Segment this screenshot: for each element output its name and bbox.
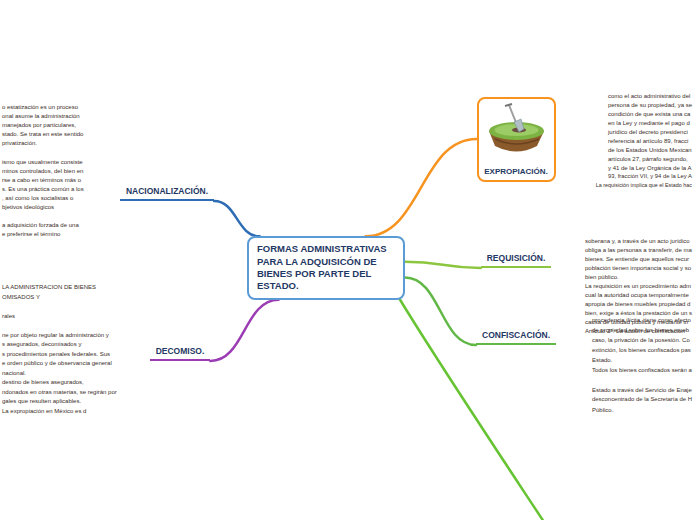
note-line: s asegurados, decomisados y bbox=[2, 341, 81, 347]
note-line: de los Estados Unidos Mexican bbox=[608, 147, 692, 153]
note-line: nacional. bbox=[2, 370, 26, 376]
note-line: s. Es una práctica común a los bbox=[2, 186, 84, 192]
branch-connector bbox=[405, 278, 476, 345]
topic-text: DECOMISO. bbox=[156, 346, 205, 356]
note-line: bien público. bbox=[585, 274, 619, 280]
topic-text: REQUISICIÓN. bbox=[487, 253, 546, 263]
note-line: 93, fracción VII, y 94 de la Ley A bbox=[608, 174, 692, 180]
branch-connector bbox=[210, 300, 278, 361]
note-line: cual la autoridad ocupa temporalmente bbox=[585, 292, 689, 298]
central-topic: FORMAS ADMINISTRATIVAS PARA LA ADQUISICÓ… bbox=[247, 236, 405, 299]
note-line: de propiedad sobre los bienes mueb bbox=[592, 327, 689, 333]
note-line: minos controlados, del bien en bbox=[2, 168, 83, 174]
note-line: procedencia ilícita, tiene como efecto bbox=[592, 317, 691, 323]
note-line: Estado a través del Servicio de Enaje bbox=[592, 387, 692, 393]
note-line: referencia al artículo 89, fracci bbox=[608, 138, 688, 144]
note-line: bien, exige a éstos la prestación de un … bbox=[585, 310, 692, 316]
note-line: jurídico del decreto presidenci bbox=[608, 129, 688, 135]
branch-topic: REQUISICIÓN. bbox=[481, 250, 552, 268]
note-line: e preferirse el término bbox=[2, 231, 60, 237]
note-line: rse a cabo en términos más o bbox=[2, 177, 81, 183]
note-line: onal asume la administración bbox=[2, 113, 80, 119]
note-line: obliga a las personas a transferir, de m… bbox=[585, 247, 692, 253]
topic-text: FORMAS ADMINISTRATIVAS PARA LA ADQUISICÓ… bbox=[257, 243, 395, 292]
note-line: ismo que usualmente consiste bbox=[2, 159, 83, 165]
topic-text: NACIONALIZACIÓN. bbox=[126, 186, 208, 196]
topic-text: EXPROPIACIÓN. bbox=[484, 167, 548, 176]
note-line: La requisición implica que el Estado hac bbox=[596, 183, 692, 188]
note-line: La expropiación en México es d bbox=[2, 408, 86, 414]
note-line: LA ADMINISTRACION DE BIENES bbox=[2, 284, 96, 290]
note-line: e orden público y de observancia general bbox=[2, 360, 112, 366]
note-line: como el acto administrativo del bbox=[608, 93, 690, 99]
note-line: , así como los socialistas o bbox=[2, 195, 73, 201]
note-line: en la Ley y mediante el pago d bbox=[608, 120, 690, 126]
note-line: manejados por particulares, bbox=[2, 122, 76, 128]
topic-text: CONFISCACIÓN. bbox=[482, 330, 550, 340]
note-line: a adquisición forzada de una bbox=[2, 222, 79, 228]
note-line: persona de su propiedad, ya se bbox=[608, 102, 692, 108]
note-line: o estatización es un proceso bbox=[2, 104, 78, 110]
note-line: La requisición es un procedimiento adm bbox=[585, 283, 691, 289]
branch-connector bbox=[405, 262, 481, 268]
note-line: privatización. bbox=[2, 140, 37, 146]
note-line: ne por objeto regular la administración … bbox=[2, 332, 109, 338]
branch-connector bbox=[366, 139, 477, 236]
note-line: extinción, los bienes confiscados pas bbox=[592, 347, 691, 353]
branch-connector bbox=[214, 201, 260, 236]
note-line: OMISADOS Y bbox=[2, 294, 40, 300]
note-line: destino de bienes asegurados, bbox=[2, 379, 84, 385]
note-line: gales que resulten aplicables. bbox=[2, 398, 81, 404]
note-line: s procedimientos penales federales. Sus bbox=[2, 351, 110, 357]
branch-topic: DECOMISO. bbox=[150, 343, 211, 361]
note-line: soberana y, a través de un acto jurídico bbox=[585, 238, 690, 244]
note-line: desconcentrado de la Secretaría de H bbox=[592, 397, 692, 403]
note-line: condición de que exista una ca bbox=[608, 111, 690, 117]
note-line: stado. Se trata en este sentido bbox=[2, 131, 83, 137]
note-line: bienes. Se entiende que aquellos recur bbox=[585, 256, 689, 262]
note-line: población tienen importancia social y so bbox=[585, 265, 691, 271]
note-line: bjetivos ideológicos bbox=[2, 204, 54, 210]
note-line: Estado. bbox=[592, 357, 612, 363]
note-line: caso, la privación de la posesión. Co bbox=[592, 337, 690, 343]
note-line: rales bbox=[2, 313, 15, 319]
note-line: apropia de bienes muebles propiedad d bbox=[585, 301, 690, 307]
branch-topic: NACIONALIZACIÓN. bbox=[120, 183, 214, 201]
note-line: ndonados en otras materias, se regirán p… bbox=[2, 389, 117, 395]
image-topic: EXPROPIACIÓN. bbox=[477, 97, 556, 182]
note-line: Todos los bienes confiscados serán a bbox=[592, 367, 692, 373]
branch-topic: CONFISCACIÓN. bbox=[476, 327, 556, 345]
note-line: Público. bbox=[592, 407, 613, 413]
soil-illustration bbox=[479, 101, 554, 161]
note-line: artículos 27, párrafo segundo, bbox=[608, 156, 688, 162]
note-line: y 41 de la Ley Orgánica de la A bbox=[608, 165, 691, 171]
